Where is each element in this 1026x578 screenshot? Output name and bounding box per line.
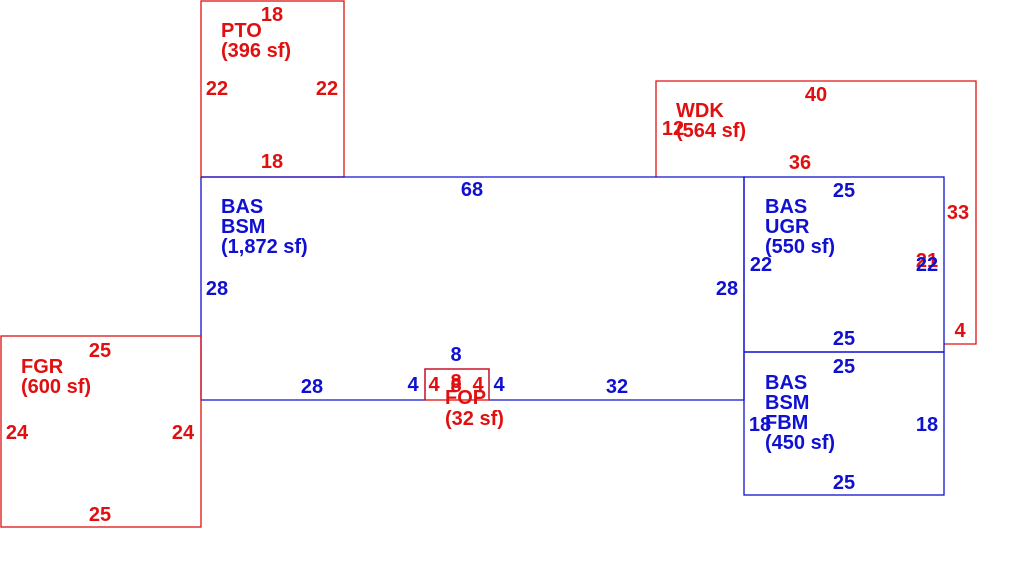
bas-main-code1: BAS: [221, 196, 263, 218]
bas-main-dim-bottom-right: 32: [606, 376, 628, 398]
wdk-outline: [655, 80, 977, 345]
fop-area-size: (32 sf): [445, 408, 504, 430]
fgr-dim-right: 24: [172, 422, 195, 444]
bas-main-dim-left: 28: [206, 278, 228, 300]
bas-fbm-area: BAS BSM FBM (450 sf) 25 25 18 18: [743, 351, 945, 496]
wdk-dim-bottom: 36: [789, 152, 811, 174]
bas-fbm-dim-right: 18: [916, 414, 938, 436]
bas-ugr-code1: BAS: [765, 196, 807, 218]
bas-main-dim-step-top: 8: [450, 344, 461, 366]
fgr-outline: [0, 335, 202, 528]
pto-code: PTO: [221, 20, 262, 42]
bas-main-dim-step-left: 4: [407, 374, 419, 396]
bas-ugr-code2: UGR: [765, 216, 810, 238]
bas-main-code2: BSM: [221, 216, 265, 238]
bas-main-dim-right: 28: [716, 278, 738, 300]
fop-dim-mid-a: 8: [450, 371, 461, 393]
fop-outline: [424, 368, 490, 401]
bas-ugr-dim-left: 22: [750, 254, 772, 276]
bas-main-dim-top: 68: [461, 179, 483, 201]
bas-ugr-area: BAS UGR (550 sf) 25 25 22 22: [743, 176, 945, 353]
fop-area: 4 8 8 4 FOP (32 sf): [424, 368, 504, 430]
bas-fbm-code3: FBM: [765, 412, 808, 434]
bas-main-area: BAS BSM (1,872 sf) 68 28 28 28 32 4 4 8: [200, 176, 745, 401]
fop-code: FOP: [445, 387, 486, 409]
bas-fbm-dim-bottom: 25: [833, 472, 855, 494]
bas-fbm-area-size: (450 sf): [765, 432, 835, 454]
bas-main-outline: [200, 176, 745, 401]
pto-dim-right: 22: [316, 78, 338, 100]
wdk-dim-right: 33: [947, 202, 969, 224]
bas-main-dim-step-right: 4: [493, 374, 505, 396]
pto-dim-top: 18: [261, 4, 283, 26]
bas-ugr-dim-bottom: 25: [833, 328, 855, 350]
fop-dim-mid-b: 8: [450, 375, 461, 397]
fgr-dim-bottom: 25: [89, 504, 111, 526]
bas-fbm-dim-top: 25: [833, 356, 855, 378]
bas-fbm-dim-left: 18: [749, 414, 771, 436]
pto-dim-bottom: 18: [261, 151, 283, 173]
wdk-area: WDK (564 sf) 40 36 12 33 4 21: [655, 80, 977, 345]
wdk-dim-inner: 21: [916, 250, 938, 272]
bas-ugr-area-size: (550 sf): [765, 236, 835, 258]
bas-fbm-code2: BSM: [765, 392, 809, 414]
bas-fbm-code1: BAS: [765, 372, 807, 394]
fgr-code: FGR: [21, 356, 64, 378]
fgr-dim-top: 25: [89, 340, 111, 362]
wdk-area-size: (564 sf): [676, 120, 746, 142]
wdk-dim-top: 40: [805, 84, 827, 106]
wdk-dim-left: 12: [662, 118, 684, 140]
fgr-area-size: (600 sf): [21, 376, 91, 398]
bas-main-area-size: (1,872 sf): [221, 236, 308, 258]
wdk-dim-right-lower: 4: [954, 320, 966, 342]
fop-dim-left: 4: [428, 374, 440, 396]
bas-ugr-dim-top: 25: [833, 180, 855, 202]
fgr-dim-left: 24: [6, 422, 29, 444]
pto-area: PTO (396 sf) 18 18 22 22: [200, 0, 345, 178]
bas-ugr-dim-right: 22: [916, 254, 938, 276]
bas-fbm-outline: [743, 351, 945, 496]
wdk-code: WDK: [676, 100, 724, 122]
fgr-area: FGR (600 sf) 25 25 24 24: [0, 335, 202, 528]
pto-dim-left: 22: [206, 78, 228, 100]
fop-dim-right: 4: [472, 374, 484, 396]
pto-area-size: (396 sf): [221, 40, 291, 62]
bas-main-dim-bottom-left: 28: [301, 376, 323, 398]
